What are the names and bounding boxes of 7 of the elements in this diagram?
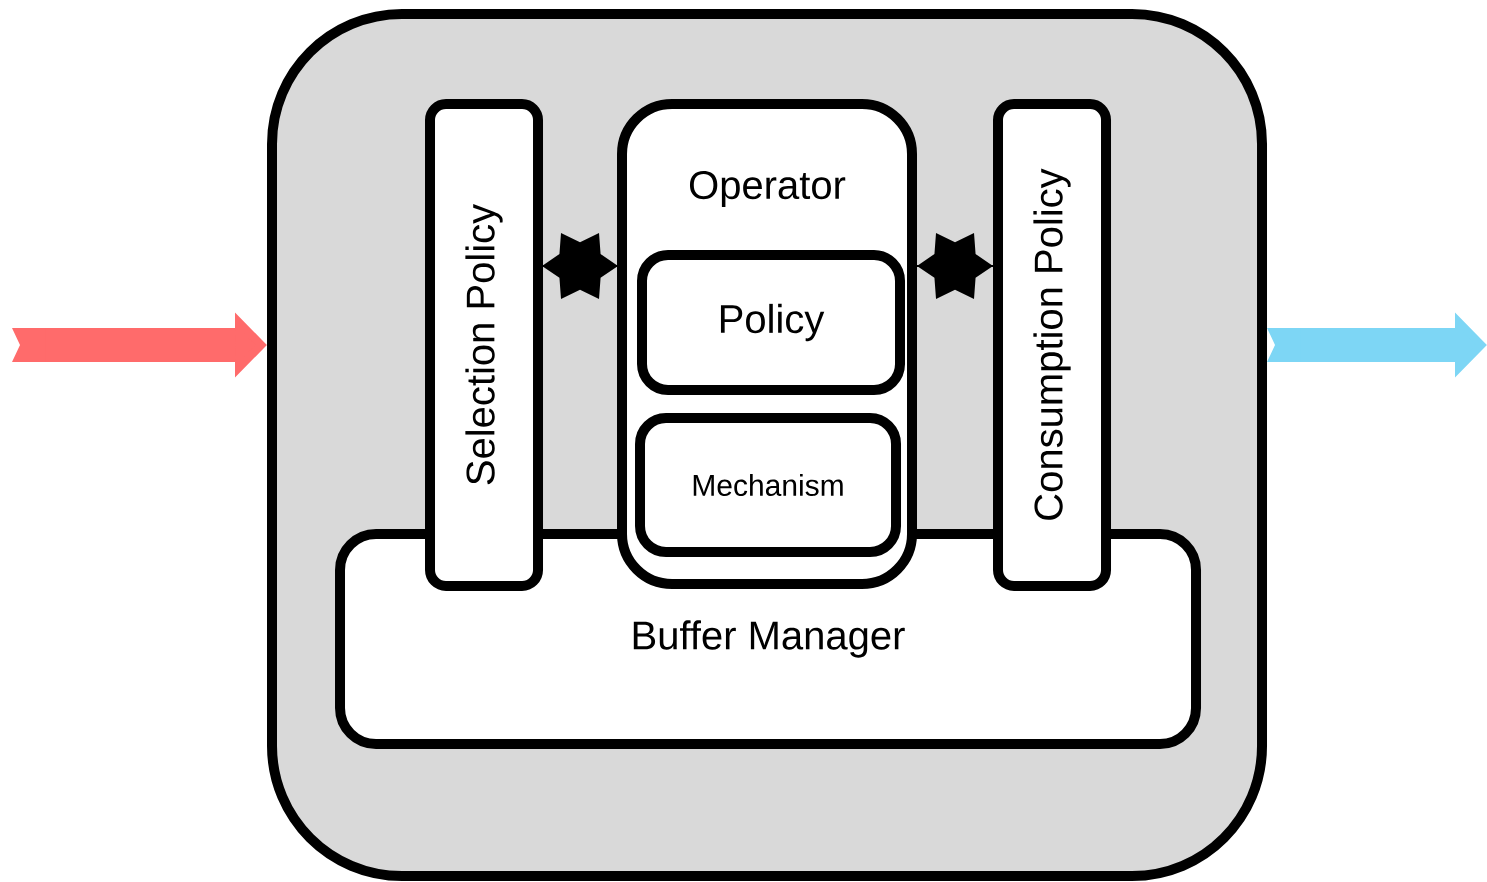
process-box: Mechanism	[635, 413, 901, 557]
policy-bar: Consumption Policy	[993, 99, 1111, 591]
process-box: Policy	[637, 250, 905, 395]
node-label: Buffer Manager	[633, 620, 905, 658]
policy-bar: Selection Policy	[425, 99, 543, 591]
star-connector	[916, 233, 994, 299]
star-connector	[542, 233, 618, 299]
